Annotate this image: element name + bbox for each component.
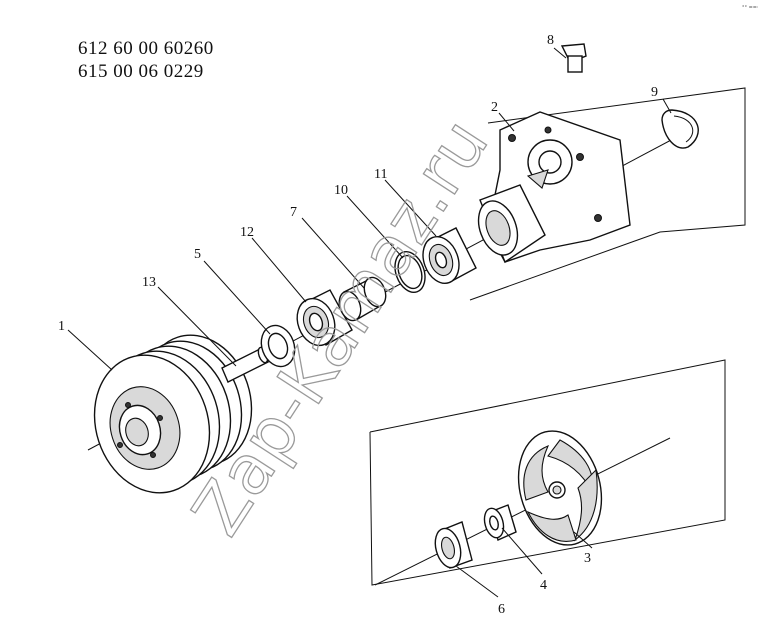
housing-part-2 xyxy=(477,111,631,264)
bushing-part-4 xyxy=(483,504,517,541)
spacer-sleeve-part-7 xyxy=(338,276,387,322)
callout-1: 1 xyxy=(58,319,65,334)
part-number-1: 612 60 00 60260 xyxy=(78,38,214,59)
upper-assembly-plane xyxy=(469,87,746,301)
callout-12: 12 xyxy=(240,225,254,240)
part-number-2: 615 00 06 0229 xyxy=(78,61,204,82)
snap-ring-part-10 xyxy=(394,250,426,294)
watermark: Zap-Kamaz.ru xyxy=(178,106,504,549)
callout-2: 2 xyxy=(491,100,498,115)
plug-part-8 xyxy=(560,43,587,73)
lower-assembly-plane xyxy=(369,359,726,586)
callout-5: 5 xyxy=(194,247,201,262)
lower-axis-line xyxy=(374,437,671,586)
callout-9: 9 xyxy=(651,85,658,100)
seal-ring-part-5 xyxy=(260,324,296,368)
callout-8: 8 xyxy=(547,33,554,48)
pulley-part-1 xyxy=(93,334,253,494)
circlip-part-9 xyxy=(661,109,699,149)
callout-7: 7 xyxy=(290,205,297,220)
callout-6: 6 xyxy=(498,602,505,617)
corner-mark: °° === xyxy=(742,5,758,11)
shaft-part-13 xyxy=(221,346,269,383)
callout-4: 4 xyxy=(540,578,547,593)
seal-part-6 xyxy=(434,521,473,569)
leader-lines xyxy=(67,47,672,598)
callout-3: 3 xyxy=(584,551,591,566)
callout-10: 10 xyxy=(334,183,348,198)
callout-13: 13 xyxy=(142,275,156,290)
bearing-part-12 xyxy=(296,289,353,347)
impeller-part-3 xyxy=(517,430,603,546)
bearing-part-11 xyxy=(422,227,477,284)
callout-11: 11 xyxy=(374,167,387,182)
